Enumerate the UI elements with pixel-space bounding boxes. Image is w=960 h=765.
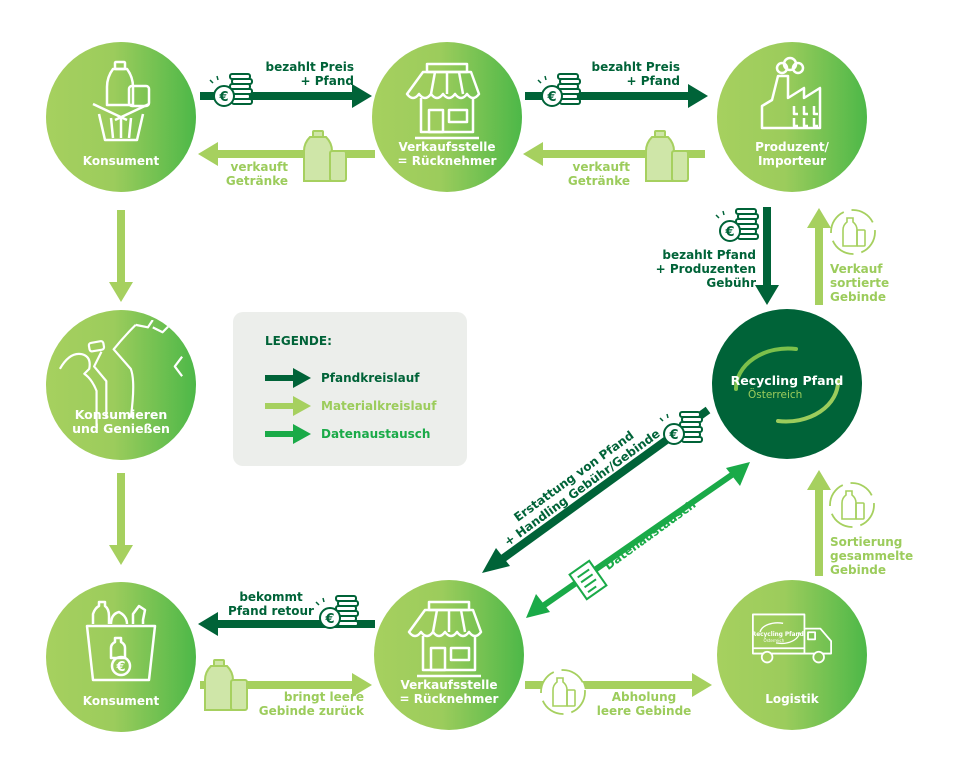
node-logistik: Recycling Pfand Österreich Logistik <box>717 580 867 730</box>
flow-label-rpo-sale: Verkauf sortierte Gebinde <box>830 262 920 304</box>
truck-icon: Recycling Pfand Österreich <box>752 613 832 664</box>
label-line-3: Gebinde <box>830 563 886 577</box>
people-drinking-icon <box>58 320 183 428</box>
euro-coins-icon <box>659 411 703 445</box>
label-line-2: sortierte <box>830 276 890 290</box>
label-line-2: + Produzenten <box>655 262 756 276</box>
label-line-2: Importeur <box>757 154 827 168</box>
bottle-can-icon <box>645 130 689 182</box>
arrow-rpo-to-verkauf-refund <box>482 406 711 573</box>
label-line-2: gesammelte <box>830 549 914 563</box>
label-line-1: Verkaufsstelle <box>398 140 496 154</box>
label-line-1: verkauft <box>572 160 630 174</box>
flow-label-produzent-pay: bezahlt Pfand + Produzenten Gebühr <box>640 248 756 290</box>
recycling-pfand-logo <box>733 346 841 424</box>
arrow-icon <box>265 424 311 444</box>
svg-text:Recycling Pfand: Recycling Pfand <box>752 632 804 638</box>
node-verkaufsstelle-bottom: Verkaufsstelle = Rücknehmer <box>374 580 524 730</box>
label-line-1: bezahlt Pfand <box>662 248 756 262</box>
label-line-1: Produzent/ <box>755 140 829 154</box>
label-line-1: Konsumieren <box>74 407 168 422</box>
label-line-2: Getränke <box>225 174 288 188</box>
flow-label-data-exchange: Datenaustausch <box>601 497 699 573</box>
flow-label-verkauf-pay: bezahlt Preis + Pfand <box>580 60 681 88</box>
legend-label: Materialkreislauf <box>321 399 437 413</box>
factory-icon <box>760 56 822 130</box>
recycling-bin-icon: € <box>85 600 157 682</box>
legend-item-materialkreislauf: Materialkreislauf <box>265 396 436 416</box>
flow-label-konsument-pay: bezahlt Preis + Pfand <box>254 60 355 88</box>
bottle-can-icon <box>204 659 248 711</box>
shop-icon <box>407 600 483 678</box>
recycle-bottles-icon <box>540 669 586 715</box>
flow-label-refund-konsument: bekommt Pfand retour <box>226 590 316 618</box>
node-verkaufsstelle-top: Verkaufsstelle = Rücknehmer <box>372 42 522 192</box>
legend-label: Pfandkreislauf <box>321 371 420 385</box>
label-line-1: bringt leere <box>283 690 364 704</box>
shopping-basket-icon <box>92 60 151 142</box>
node-label: Logistik <box>765 692 819 706</box>
label-line-2: Getränke <box>567 174 630 188</box>
label-line-2: leere Gebinde <box>596 704 692 718</box>
label-line-2: + Handling Gebühr/Gebinde <box>501 426 663 549</box>
label-line-1: Verkaufsstelle <box>400 678 498 692</box>
label-line-2: = Rücknehmer <box>397 154 497 168</box>
label-line-1: Verkauf <box>830 262 883 276</box>
legend-item-pfandkreislauf: Pfandkreislauf <box>265 368 420 388</box>
label-line-2: Gebinde zurück <box>258 704 364 718</box>
node-label: Konsument <box>82 694 160 708</box>
label-line-1: bekommt <box>239 590 303 604</box>
arrow-icon <box>265 368 311 388</box>
arrow-icon <box>265 396 311 416</box>
node-konsument-top: Konsument <box>46 42 196 192</box>
euro-coins-icon <box>537 73 581 107</box>
legend-label: Datenaustausch <box>321 427 431 441</box>
flow-label-pickup: Abholung leere Gebinde <box>594 690 694 718</box>
label-line-1: Sortierung <box>830 535 903 549</box>
node-produzent: Produzent/ Importeur <box>717 42 867 192</box>
svg-text:Österreich: Österreich <box>764 638 785 643</box>
arrow-consume-down-2 <box>109 473 133 565</box>
label-line-1: bezahlt Preis <box>591 60 681 74</box>
node-recycling-pfand-hub: Recycling Pfand Österreich <box>712 309 862 459</box>
euro-coins-icon <box>315 595 359 629</box>
recycle-bottles-icon <box>830 209 876 255</box>
label-line-2: + Pfand <box>300 74 354 88</box>
svg-text:€: € <box>115 660 125 675</box>
label-line-1: Abholung <box>611 690 677 704</box>
recycle-bottles-icon <box>829 482 875 528</box>
flow-label-produzent-sell: verkauft Getränke <box>540 160 630 188</box>
node-label: Konsument <box>82 154 160 168</box>
label-line-1: bezahlt Preis <box>265 60 355 74</box>
euro-coins-icon <box>209 73 253 107</box>
label-line-2: = Rücknehmer <box>399 692 499 706</box>
label-line-2: + Pfand <box>626 74 680 88</box>
label-line-2: Pfand retour <box>228 604 314 618</box>
label-line-3: Gebühr <box>706 276 756 290</box>
legend-item-datenaustausch: Datenaustausch <box>265 424 430 444</box>
label-line-3: Gebinde <box>830 290 886 304</box>
node-label: Verkaufsstelle = Rücknehmer <box>398 140 497 168</box>
label-line-1: Erstattung von Pfand <box>511 428 637 525</box>
flow-label-verkauf-sell: verkauft Getränke <box>200 160 288 188</box>
euro-coins-icon <box>715 208 759 242</box>
node-konsument-bottom: € Konsument <box>46 582 196 732</box>
shop-icon <box>405 62 481 140</box>
node-label: Verkaufsstelle = Rücknehmer <box>400 678 499 706</box>
arrow-consume-down-1 <box>109 210 133 302</box>
legend: LEGENDE: Pfandkreislauf Materialkreislau… <box>233 312 467 466</box>
brand-subtitle: Österreich <box>748 389 803 401</box>
flow-label-return: bringt leere Gebinde zurück <box>248 690 364 718</box>
node-konsumieren: Konsumieren und Genießen <box>46 310 196 460</box>
label-line-1: verkauft <box>230 160 288 174</box>
brand-name: Recycling Pfand <box>730 373 844 388</box>
bottle-can-icon <box>303 130 347 182</box>
node-label: Produzent/ Importeur <box>755 140 829 168</box>
node-label: Konsumieren und Genießen <box>72 408 170 436</box>
legend-title: LEGENDE: <box>265 334 332 348</box>
flow-label-logistik-sort: Sortierung gesammelte Gebinde <box>830 535 930 577</box>
flow-label-rpo-refund: Erstattung von Pfand + Handling Gebühr/G… <box>489 412 667 552</box>
